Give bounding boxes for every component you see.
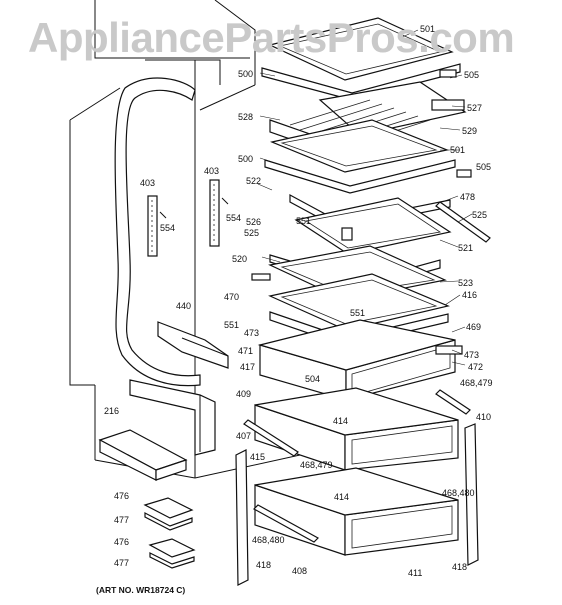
callout-501: 501 xyxy=(450,145,465,155)
art-number: (ART NO. WR18724 C) xyxy=(96,585,185,595)
callout-528: 528 xyxy=(238,112,253,122)
drawer-411-lower xyxy=(254,467,459,556)
callout-529: 529 xyxy=(462,126,477,136)
callout-469: 469 xyxy=(466,322,481,332)
callout-403: 403 xyxy=(204,166,219,176)
callout-551: 551 xyxy=(224,320,239,330)
callout-527: 527 xyxy=(467,103,482,113)
callout-520: 520 xyxy=(232,254,247,264)
callout-525: 525 xyxy=(472,210,487,220)
leader-lines xyxy=(257,29,473,366)
base-step xyxy=(129,379,216,456)
callout-554: 554 xyxy=(226,213,241,223)
callout-473: 473 xyxy=(464,350,479,360)
callout-505: 505 xyxy=(476,162,491,172)
callout-477: 477 xyxy=(114,558,129,568)
callout-468-480: 468,480 xyxy=(442,488,475,498)
callout-440: 440 xyxy=(176,301,191,311)
callout-500: 500 xyxy=(238,154,253,164)
side-rails xyxy=(235,419,479,586)
part-440-bracket xyxy=(157,321,229,369)
callout-526: 526 xyxy=(246,217,261,227)
callout-505: 505 xyxy=(464,70,479,80)
gasket-line xyxy=(114,77,201,387)
callout-labels: 501 505 500 527 528 529 501 505 500 522 … xyxy=(104,24,493,578)
callout-414: 414 xyxy=(333,416,348,426)
callout-468-480: 468,480 xyxy=(252,535,285,545)
callout-418: 418 xyxy=(452,562,467,572)
callout-478: 478 xyxy=(460,192,475,202)
callout-477: 477 xyxy=(114,515,129,525)
callout-473: 473 xyxy=(244,328,259,338)
callout-476: 476 xyxy=(114,537,129,547)
callout-418: 418 xyxy=(256,560,271,570)
callout-476: 476 xyxy=(114,491,129,501)
ladder-rails xyxy=(147,179,229,257)
drawer-504 xyxy=(257,319,463,401)
callout-216: 216 xyxy=(104,406,119,416)
callout-504: 504 xyxy=(305,374,320,384)
callout-409: 409 xyxy=(236,389,251,399)
callout-410: 410 xyxy=(476,412,491,422)
callout-414: 414 xyxy=(334,492,349,502)
callout-407: 407 xyxy=(236,431,251,441)
callout-408: 408 xyxy=(292,566,307,576)
callout-521: 521 xyxy=(458,243,473,253)
callout-415: 415 xyxy=(250,452,265,462)
callout-551: 551 xyxy=(350,308,365,318)
callout-403: 403 xyxy=(140,178,155,188)
callout-500: 500 xyxy=(238,69,253,79)
callout-472: 472 xyxy=(468,362,483,372)
watermark-text: AppliancePartsPros.com xyxy=(28,14,515,61)
callout-468-479: 468,479 xyxy=(460,378,493,388)
callout-470: 470 xyxy=(224,292,239,302)
callout-468-479: 468,479 xyxy=(300,460,333,470)
callout-525: 525 xyxy=(244,228,259,238)
callout-416: 416 xyxy=(462,290,477,300)
callout-522: 522 xyxy=(246,176,261,186)
callout-551: 551 xyxy=(296,216,311,226)
crisper-bins xyxy=(98,429,196,569)
callout-523: 523 xyxy=(458,278,473,288)
callout-471: 471 xyxy=(238,346,253,356)
callout-417: 417 xyxy=(240,362,255,372)
shelf-521 xyxy=(289,193,491,255)
callout-501: 501 xyxy=(420,24,435,34)
drawer-414-upper xyxy=(254,387,471,471)
callout-411: 411 xyxy=(408,568,422,578)
callout-554: 554 xyxy=(160,223,175,233)
